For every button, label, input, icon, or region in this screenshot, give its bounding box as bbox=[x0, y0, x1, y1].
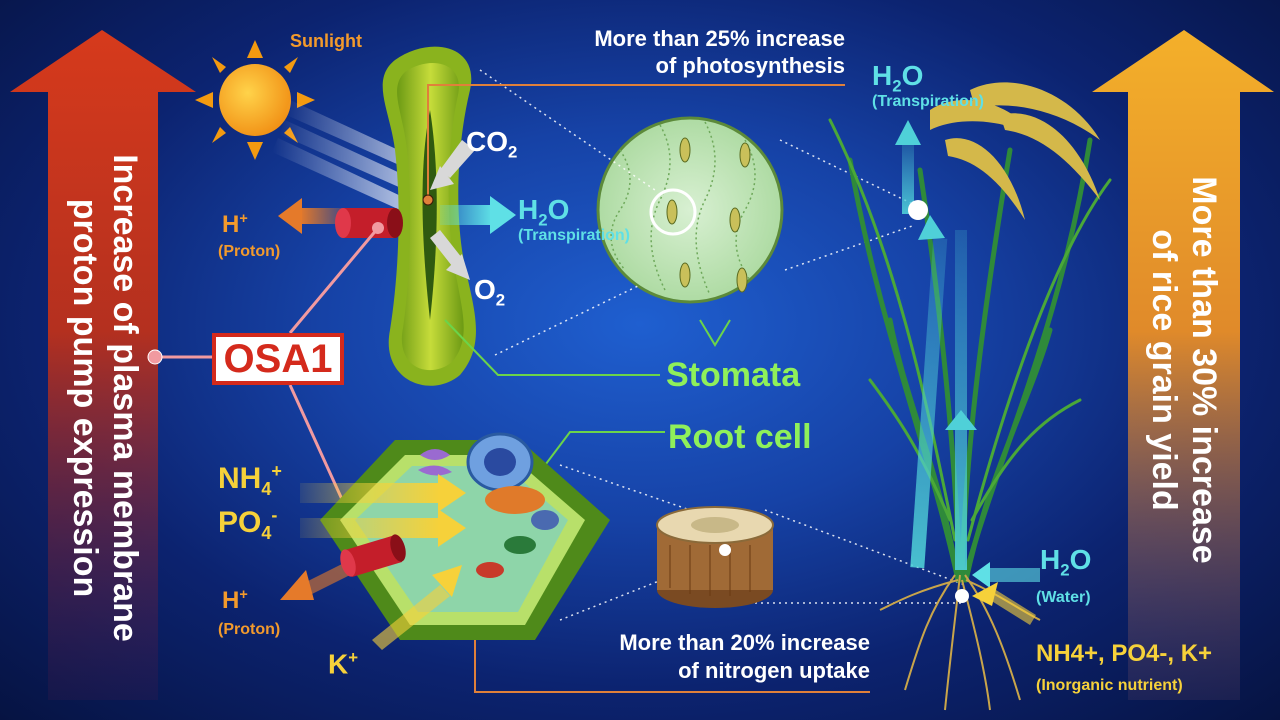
stomata-label: Stomata bbox=[666, 356, 801, 394]
o2-label: O2 bbox=[474, 274, 506, 310]
plant-h2o-label: H2O bbox=[872, 60, 924, 96]
root-proton-pump bbox=[340, 534, 406, 577]
left-arrow-label: Increase of plasma membrane proton pump … bbox=[65, 88, 145, 708]
rice-plant-illustration bbox=[828, 82, 1112, 711]
leaf-h2o-label: H2O bbox=[518, 194, 570, 230]
k-label: K+ bbox=[328, 648, 359, 680]
nitrogen-callout-line-1: More than 20% increase bbox=[619, 630, 870, 655]
left-increase-arrow bbox=[10, 30, 196, 700]
plant-nutrients-label: NH4+, PO4-, K+ bbox=[1036, 640, 1213, 667]
plant-nutrient-arrow bbox=[972, 582, 1036, 625]
sunlight-rays bbox=[272, 100, 420, 210]
right-increase-arrow bbox=[1092, 30, 1274, 700]
po4-arrow bbox=[300, 509, 466, 547]
leaf-proton-arrow bbox=[278, 198, 345, 234]
stomata-magnified-circle bbox=[596, 116, 784, 304]
root-proton-label: (Proton) bbox=[218, 621, 281, 638]
leaf-proton-symbol: H+ bbox=[222, 211, 248, 238]
sunlight-label: Sunlight bbox=[290, 31, 362, 51]
root-cell-label: Root cell bbox=[668, 418, 812, 456]
root-proton-arrow bbox=[280, 560, 356, 600]
photosynthesis-callout-line-2: of photosynthesis bbox=[655, 53, 845, 78]
leaf-proton-pump bbox=[335, 208, 403, 238]
nitrogen-callout-line-2: of nitrogen uptake bbox=[678, 658, 870, 683]
leaf-h2o-arrow bbox=[440, 196, 516, 234]
root-cross-section bbox=[656, 506, 774, 608]
plant-nutrients-note: (Inorganic nutrient) bbox=[1036, 677, 1183, 694]
leaf-proton-label: (Proton) bbox=[218, 243, 281, 260]
leaf-illustration bbox=[382, 46, 476, 386]
left-arrow-line-1: Increase of plasma membrane bbox=[106, 154, 144, 642]
nh4-label: NH4+ bbox=[218, 461, 282, 499]
sun-icon bbox=[195, 40, 315, 160]
nh4-arrow bbox=[300, 474, 466, 512]
co2-arrow bbox=[430, 140, 475, 190]
root-proton-symbol: H+ bbox=[222, 587, 248, 614]
po4-label: PO4- bbox=[218, 505, 278, 543]
o2-arrow bbox=[430, 230, 470, 280]
plant-water-arrow bbox=[972, 562, 1040, 588]
plant-water-label: (Water) bbox=[1036, 589, 1091, 606]
plant-water-h2o-label: H2O bbox=[1040, 544, 1092, 580]
photosynthesis-callout-line-1: More than 25% increase bbox=[594, 26, 845, 51]
co2-label: CO2 bbox=[466, 126, 518, 162]
right-arrow-label: More than 30% increase of rice grain yie… bbox=[1144, 60, 1224, 680]
leaf-transpiration-label: (Transpiration) bbox=[518, 227, 631, 244]
right-arrow-line-1: More than 30% increase bbox=[1185, 176, 1223, 564]
left-arrow-line-2: proton pump expression bbox=[66, 198, 104, 598]
right-arrow-line-2: of rice grain yield bbox=[1145, 229, 1183, 511]
dotted-connectors bbox=[479, 69, 966, 621]
plant-transpiration-label: (Transpiration) bbox=[872, 93, 985, 110]
k-arrow bbox=[372, 565, 462, 650]
osa1-label-box: OSA1 bbox=[212, 333, 344, 385]
